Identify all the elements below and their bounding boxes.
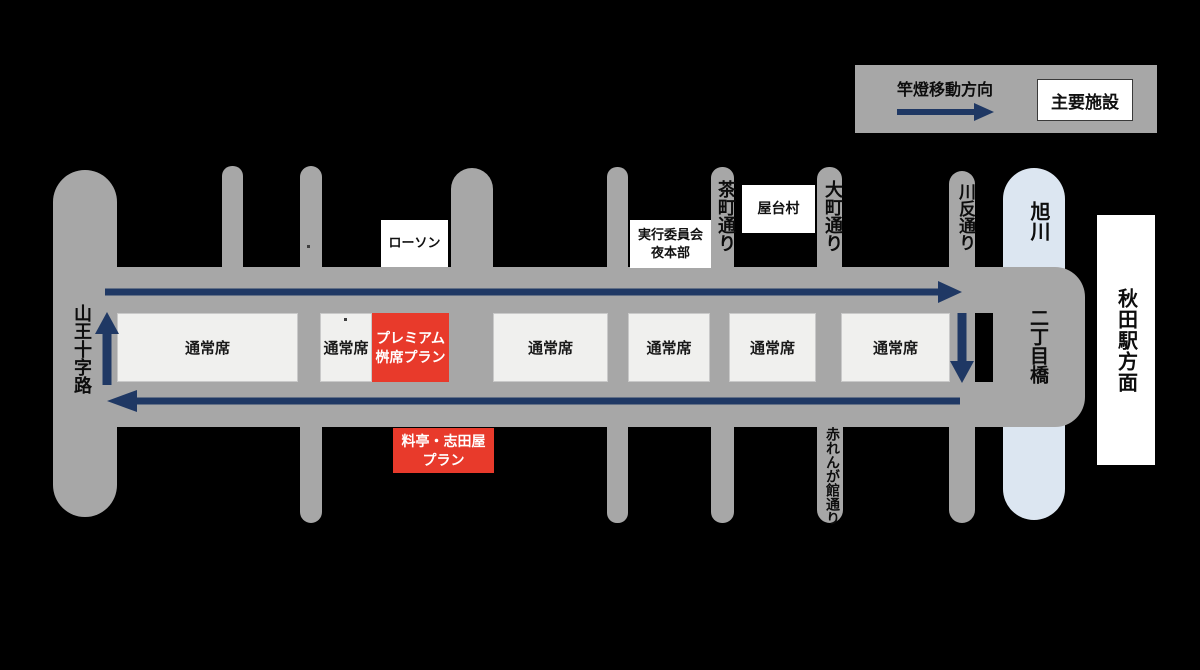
road-stub-down-2 [607,420,628,523]
committee-hq-line2: 夜本部 [650,245,690,260]
road-stub-down-1 [300,420,322,523]
akita-station-direction-label: 秋田駅方面 [1114,287,1137,393]
regular-seat-3-label: 通常席 [527,340,573,357]
regular-seat-4: 通常席 [628,313,710,382]
lawson-box: ローソン [381,220,448,267]
legend-direction-label: 竿燈移動方向 [897,82,994,99]
legend-facility-box: 主要施設 [1037,79,1133,121]
road-stub-down-3 [711,420,734,523]
regular-seat-1: 通常席 [117,313,298,382]
akarenga-street-label: 赤れんが館通り [825,427,841,525]
road-stub-up-1 [222,166,243,276]
road-kawabata-street [949,171,975,276]
premium-masu-line2: 桝席プラン [375,348,446,365]
kawabata-street-label: 川反通り [956,183,975,251]
chamachi-street-label: 茶町通り [716,180,736,252]
road-kawabata-street-south [949,420,975,523]
asahikawa-river-label: 旭川 [1027,201,1049,241]
regular-seat-5-label: 通常席 [749,340,795,357]
regular-seat-3: 通常席 [493,313,608,382]
map-dot-1 [307,245,310,248]
road-stub-up-2 [300,166,322,276]
road-omachi-street [817,167,842,276]
ryotei-shidaya-plan-box: 料亭・志田屋 プラン [393,428,494,473]
road-chamachi-street [711,167,734,276]
regular-seat-1-label: 通常席 [184,340,230,357]
road-stub-up-3 [607,167,628,276]
premium-masu-line1: プレミアム [375,329,446,346]
lawson-label: ローソン [388,235,441,251]
omachi-street-label: 大町通り [823,180,843,252]
legend-facility-label: 主要施設 [1051,92,1119,112]
committee-hq-box: 実行委員会 夜本部 [630,220,711,268]
road-stub-up-lawson [451,168,493,276]
regular-seat-2: 通常席 [320,313,372,382]
ryotei-shidaya-line1: 料亭・志田屋 [401,432,486,449]
premium-masu-seat-box: プレミアム 桝席プラン [372,313,449,382]
regular-seat-6: 通常席 [841,313,950,382]
regular-seat-6-label: 通常席 [872,340,918,357]
nichome-bridge-label: 二丁目橋 [1027,308,1048,384]
akita-station-direction-box: 秋田駅方面 [1097,215,1155,465]
map-dot-2 [344,318,347,321]
regular-seat-5: 通常席 [729,313,816,382]
regular-seat-2-label: 通常席 [323,340,369,357]
regular-seat-4-label: 通常席 [646,340,692,357]
yatai-village-box: 屋台村 [742,185,815,233]
bridge-divider-bar [975,313,993,382]
yatai-village-label: 屋台村 [757,200,800,217]
committee-hq-line1: 実行委員会 [637,226,703,242]
sanno-crossroads-label: 山王十字路 [72,304,92,394]
ryotei-shidaya-line2: プラン [422,451,465,468]
road-akarenga-street [817,420,843,523]
